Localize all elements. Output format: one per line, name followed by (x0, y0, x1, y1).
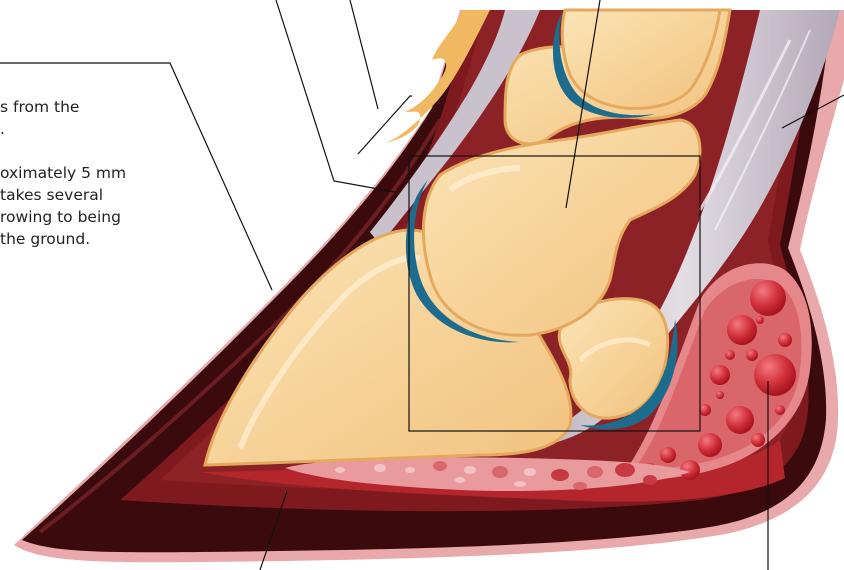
leader-line-periople (276, 0, 395, 192)
caption-line: the ground. (0, 228, 230, 250)
caption-line: rowing to being (0, 206, 230, 228)
caption-line: . (0, 118, 230, 140)
leader-line-hair (358, 96, 412, 154)
caption-line: s from the (0, 96, 230, 118)
caption-text: s from the . oximately 5 mm takes severa… (0, 96, 230, 250)
caption-line: takes several (0, 184, 230, 206)
leader-line-coronary-band (350, 0, 378, 109)
caption-line: oximately 5 mm (0, 162, 230, 184)
